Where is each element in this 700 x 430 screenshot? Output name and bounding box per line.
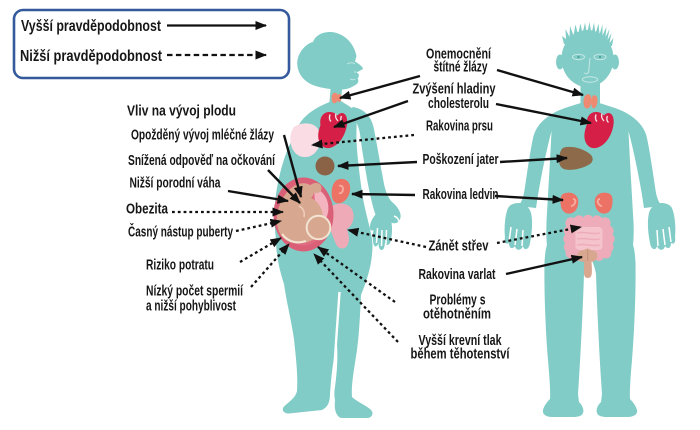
svg-text:Rakovina varlat: Rakovina varlat xyxy=(419,267,496,283)
svg-text:Opožděný vývoj mléčné žlázy: Opožděný vývoj mléčné žlázy xyxy=(131,128,274,144)
svg-text:Nižší pravděpodobnost: Nižší pravděpodobnost xyxy=(20,48,162,65)
svg-text:Riziko potratu: Riziko potratu xyxy=(146,258,214,274)
svg-text:Vyšší krevní tlak: Vyšší krevní tlak xyxy=(419,333,503,349)
svg-text:a nižší pohyblivost: a nižší pohyblivost xyxy=(146,299,236,315)
svg-text:Časný nástup puberty: Časný nástup puberty xyxy=(128,223,233,241)
svg-text:otěhotněním: otěhotněním xyxy=(423,307,491,323)
svg-text:Rakovina prsu: Rakovina prsu xyxy=(426,119,493,135)
svg-text:Problémy s: Problémy s xyxy=(430,293,486,309)
svg-text:Obezita: Obezita xyxy=(126,202,169,218)
svg-text:cholesterolu: cholesterolu xyxy=(428,96,489,112)
svg-text:Vliv na vývoj plodu: Vliv na vývoj plodu xyxy=(127,103,236,120)
svg-text:Poškození jater: Poškození jater xyxy=(423,152,499,168)
svg-text:Rakovina ledvin: Rakovina ledvin xyxy=(423,187,499,203)
svg-text:Zvýšení hladiny: Zvýšení hladiny xyxy=(413,82,496,98)
svg-text:Onemocnění: Onemocnění xyxy=(426,47,492,63)
svg-text:Nižší porodní váha: Nižší porodní váha xyxy=(130,176,222,192)
svg-text:štítné žlázy: štítné žlázy xyxy=(434,60,488,76)
svg-text:Snížená odpověď na očkování: Snížená odpověď na očkování xyxy=(128,153,276,169)
svg-text:Vyšší pravděpodobnost: Vyšší pravděpodobnost xyxy=(21,18,161,35)
svg-text:během těhotenství: během těhotenství xyxy=(411,347,511,363)
svg-text:Zánět střev: Zánět střev xyxy=(429,239,489,255)
svg-text:Nízký počet spermií: Nízký počet spermií xyxy=(146,284,244,300)
